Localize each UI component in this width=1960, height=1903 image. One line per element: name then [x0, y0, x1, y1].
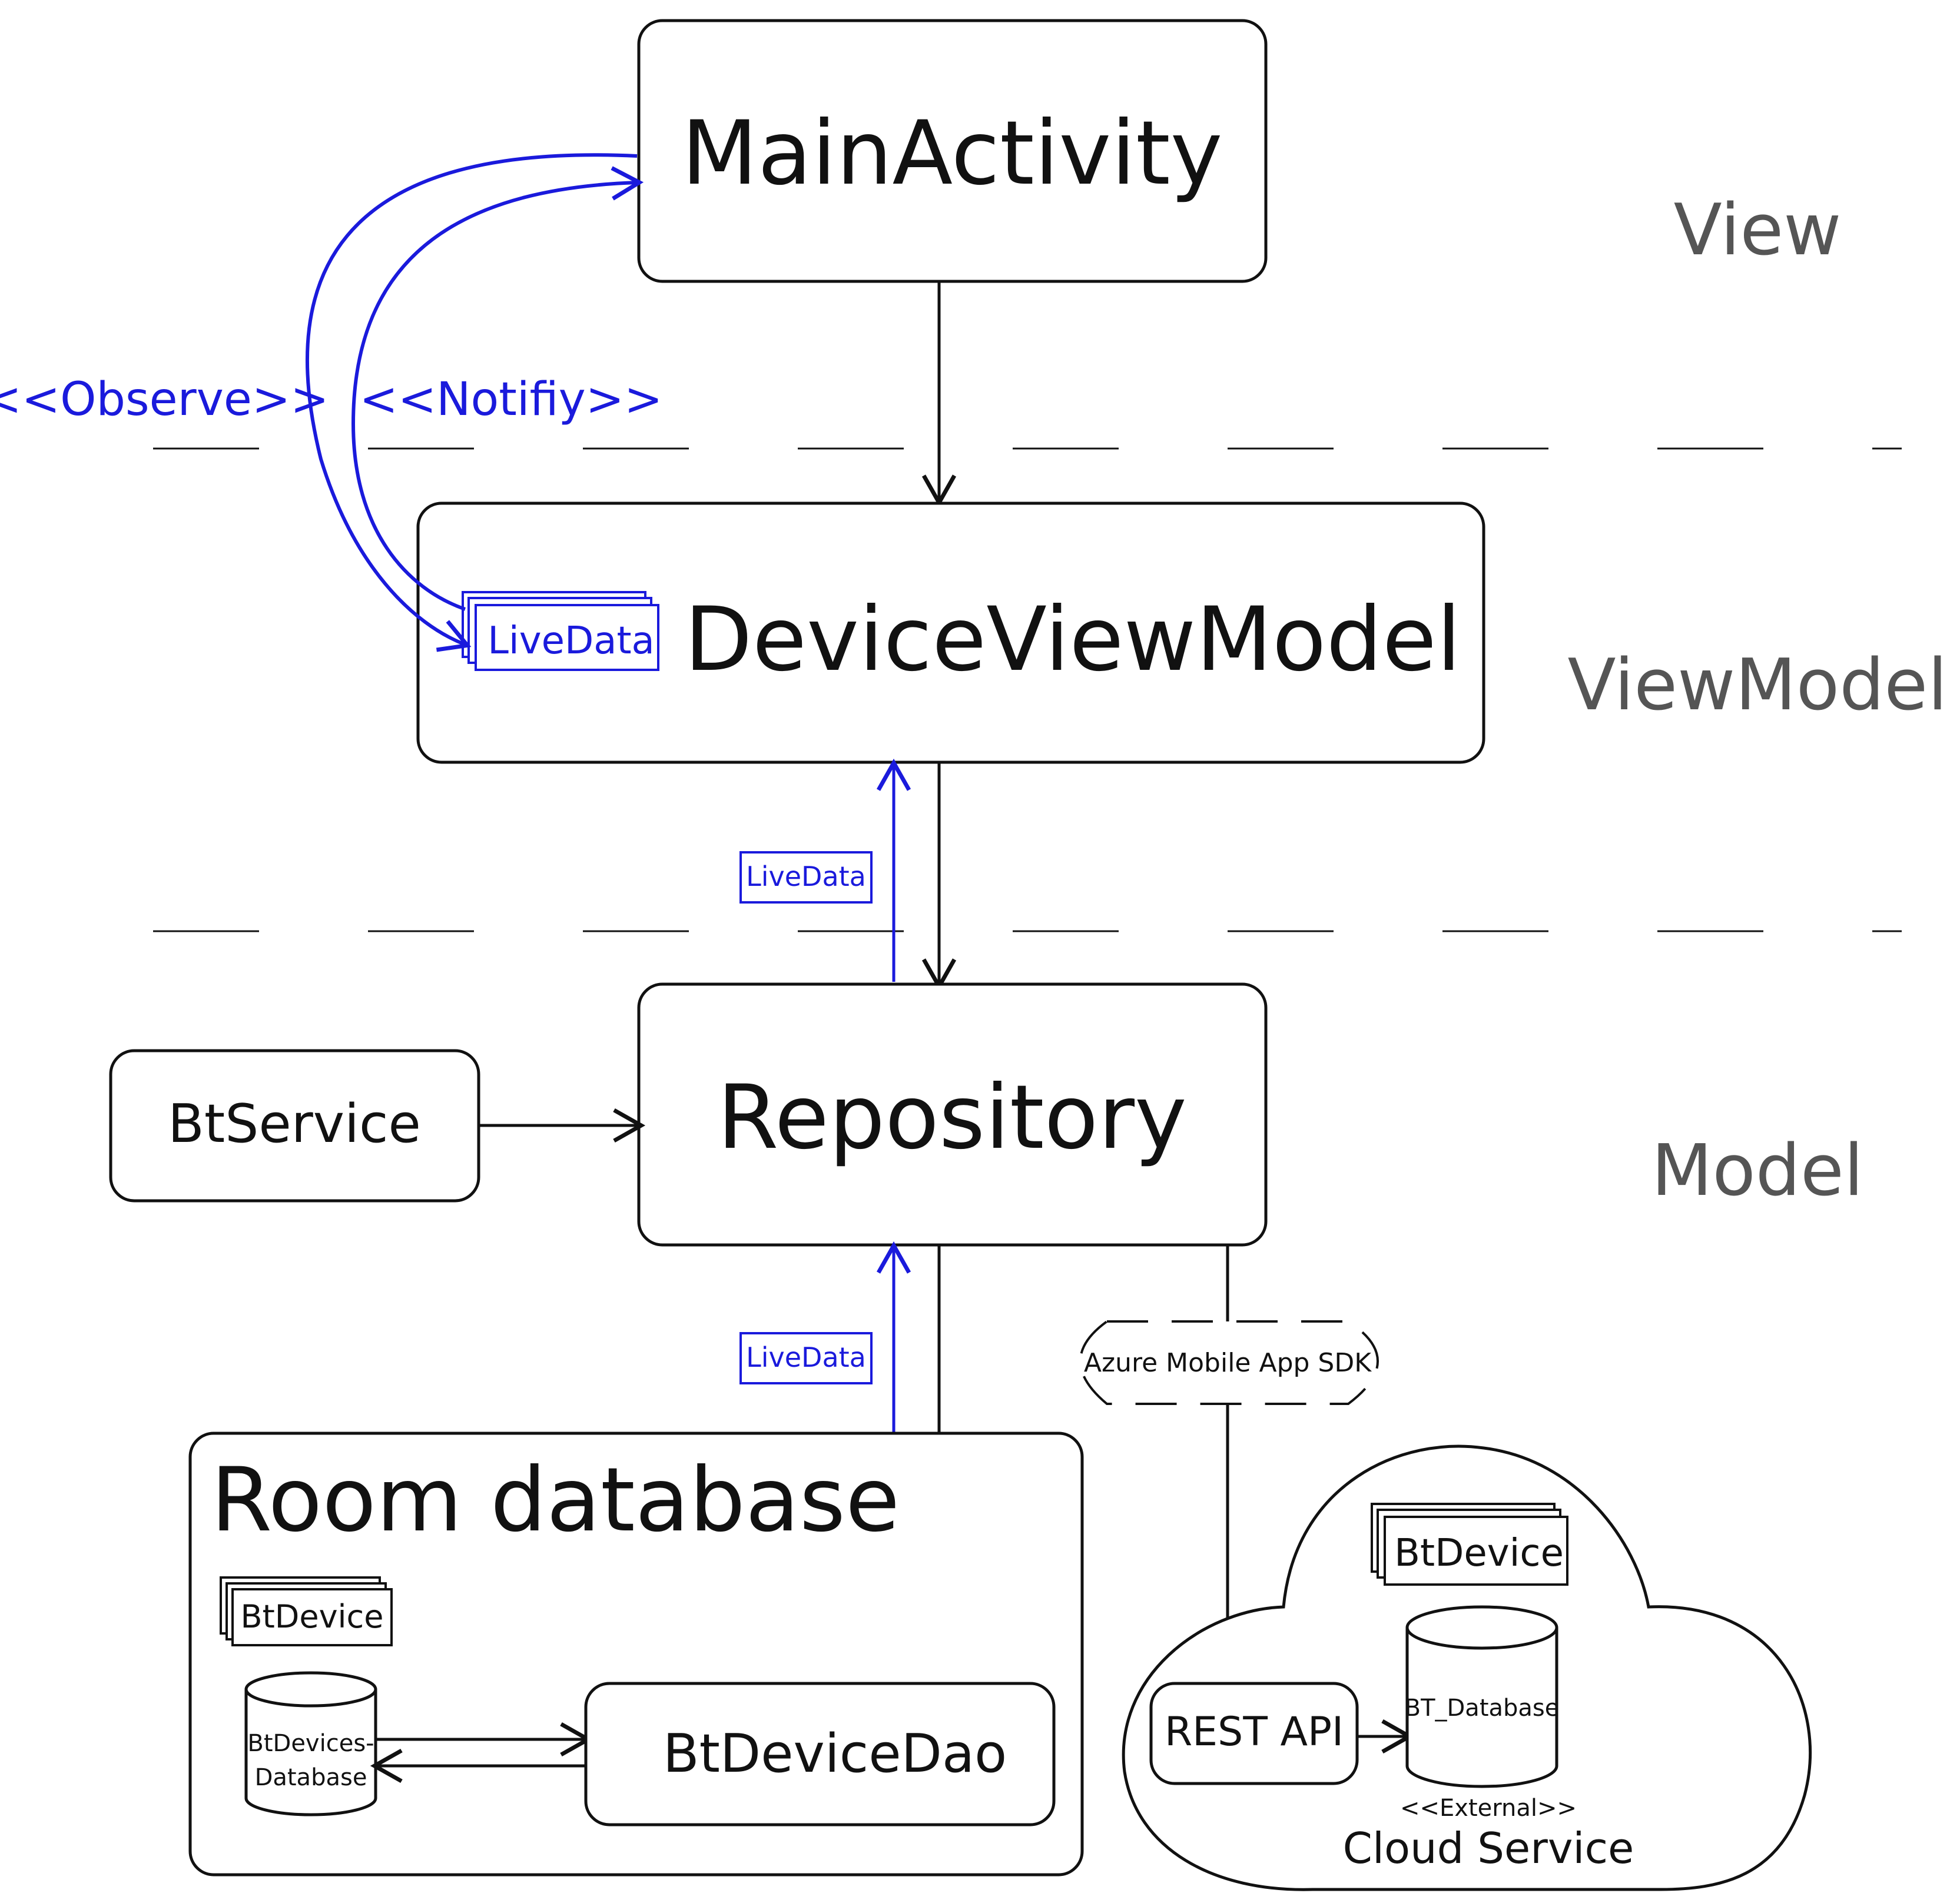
bt-devices-database-line2: Database: [255, 1764, 367, 1791]
notify-arrow: [351, 166, 644, 611]
bt-device-entity-room: BtDevice: [220, 1576, 393, 1646]
bt-devices-database-cylinder: BtDevices- Database: [244, 1671, 377, 1816]
room-database-label: Room database: [211, 1449, 900, 1552]
livedata-vm-repo-label: LiveData: [746, 861, 866, 892]
bt-device-entity-cloud: BtDevice: [1371, 1503, 1568, 1586]
livedata-viewmodel-label: LiveData: [487, 619, 655, 663]
bt-database-cylinder: BT_Database: [1405, 1605, 1560, 1788]
cloud-service-label: Cloud Service: [1343, 1824, 1634, 1873]
layer-label-model: Model: [1651, 1130, 1863, 1212]
rest-api-box: REST API: [1149, 1682, 1359, 1785]
layer-label-viewmodel: ViewModel: [1567, 645, 1947, 726]
livedata-stack-viewmodel: LiveData: [462, 591, 659, 671]
external-stereotype-label: <<External>>: [1400, 1795, 1577, 1822]
bt-service-box: BtService: [109, 1049, 480, 1203]
bt-service-label: BtService: [168, 1093, 421, 1155]
main-activity-label: MainActivity: [681, 102, 1222, 205]
bt-database-label: BT_Database: [1405, 1695, 1560, 1722]
bt-device-dao-label: BtDeviceDao: [663, 1723, 1007, 1785]
layer-label-view: View: [1674, 190, 1842, 271]
main-activity-box: MainActivity: [637, 19, 1268, 283]
rest-api-label: REST API: [1165, 1709, 1344, 1755]
repository-label: Repository: [717, 1067, 1187, 1169]
observe-label: <<Observe>>: [0, 373, 329, 426]
repository-box: Repository: [637, 982, 1268, 1247]
azure-sdk-label: Azure Mobile App SDK: [1084, 1348, 1372, 1378]
bt-device-dao-box: BtDeviceDao: [584, 1682, 1056, 1826]
livedata-vm-repo-badge: LiveData: [739, 851, 873, 904]
bt-devices-database-line1: BtDevices-: [247, 1730, 374, 1757]
livedata-repo-dao-label: LiveData: [746, 1341, 866, 1373]
observe-arrow: [306, 153, 638, 652]
azure-sdk-badge: Azure Mobile App SDK: [1079, 1320, 1379, 1405]
device-view-model-label: DeviceViewModel: [684, 589, 1461, 691]
bt-device-room-label: BtDevice: [241, 1598, 384, 1635]
notify-label: <<Notifiy>>: [359, 373, 662, 426]
bt-device-cloud-label: BtDevice: [1394, 1532, 1564, 1575]
livedata-repo-dao-badge: LiveData: [739, 1332, 873, 1384]
device-view-model-box: DeviceViewModel: [416, 502, 1485, 764]
